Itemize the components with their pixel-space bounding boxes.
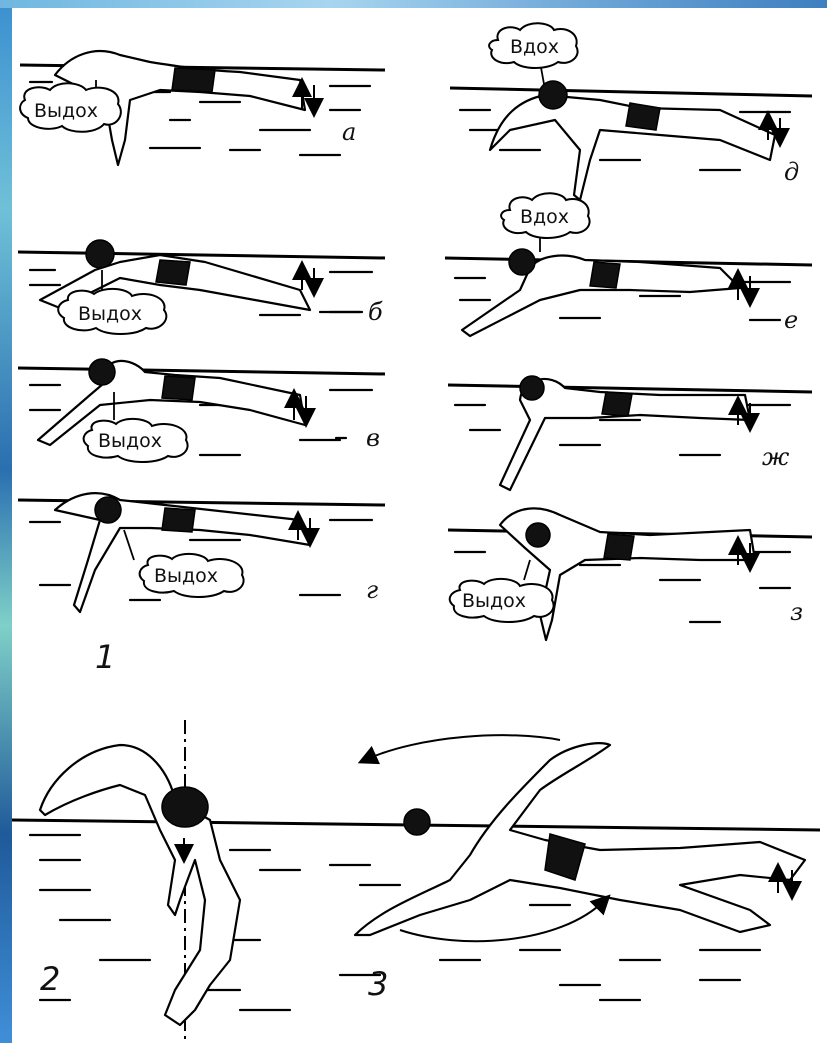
panel-e: Вдох е [445,193,812,336]
swim-cap [95,497,121,523]
panel-b: Выдох б [18,240,385,334]
swim-cap [526,523,550,547]
swim-cap [404,809,430,835]
water-surface-line [448,385,812,392]
rotation-arrow-top [365,735,560,760]
figure-number-2: 2 [40,960,60,998]
bubble-label: Выдох [462,590,526,612]
swim-cap [509,249,535,275]
bubble-label: Выдох [154,565,218,587]
panel-letter: з [790,598,803,626]
inhale-bubble: Вдох [501,193,589,238]
panel-letter: а [342,118,356,146]
exhale-bubble: Выдох [140,554,244,597]
panel-letter: е [784,306,798,334]
swim-cap [520,376,544,400]
swim-trunks [590,262,620,288]
swim-trunks [172,68,215,92]
swim-trunks [626,103,660,130]
swim-trunks [604,534,634,560]
water-surface-line [18,252,385,258]
panel-z: Выдох з [448,508,812,640]
exhale-bubble: Выдох [20,83,121,132]
swim-trunks [162,508,195,532]
panel-letter: б [368,298,383,326]
swim-trunks [162,376,195,400]
panel-letter: ж [762,443,790,471]
water-surface-line [18,368,385,374]
figure-number-1: 1 [95,638,115,676]
swim-cap [86,240,114,268]
bubble-label: Выдох [98,430,162,452]
panel-d: Вдох д [450,23,812,200]
panel-g: Выдох г [18,493,385,612]
exhale-bubble: Выдох [58,289,166,334]
swim-cap [539,81,567,109]
panel-letter: в [366,424,380,452]
swimmer-body [40,745,240,1025]
bubble-label: Выдох [78,303,142,325]
figure-number-3: 3 [368,965,388,1003]
bubble-label: Выдох [34,100,98,122]
swim-trunks [602,392,632,416]
swim-cap [162,787,208,827]
swim-trunks [156,260,190,285]
swimmer-body [355,743,805,935]
figure-3-roll-view: 3 [330,735,805,1003]
inhale-bubble: Вдох [489,23,577,68]
panel-a: Выдох а [20,51,385,165]
swim-cap [89,359,115,385]
bubble-label: Вдох [510,36,559,58]
bubble-label: Вдох [520,206,569,228]
water-surface-line [450,88,812,96]
panel-v: Выдох в [18,359,385,462]
exhale-bubble: Выдох [84,419,188,462]
panel-letter: г [366,576,378,604]
panel-letter: д [784,158,799,186]
exhale-bubble: Выдох [450,579,554,622]
panel-zh: ж [448,376,812,490]
